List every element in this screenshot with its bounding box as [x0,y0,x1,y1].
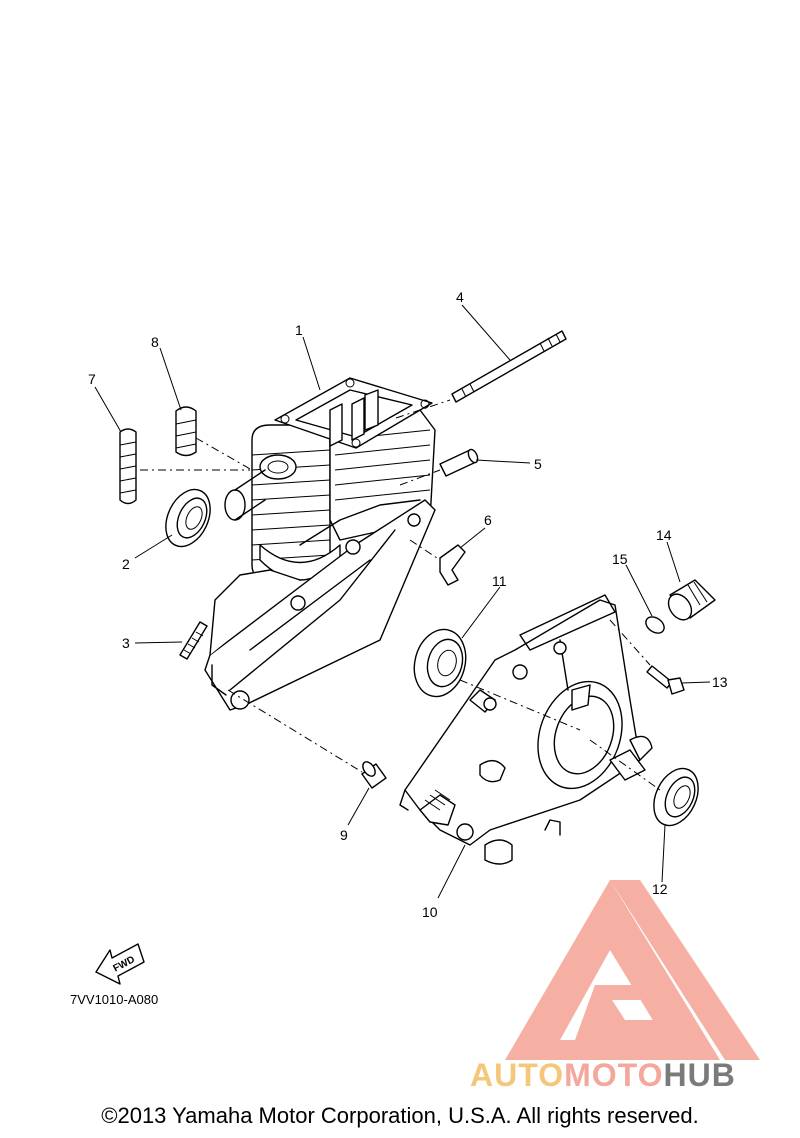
callouts: 1 2 3 4 5 6 7 8 9 10 11 12 13 14 15 [88,289,728,920]
callout-15: 15 [612,551,628,567]
callout-12: 12 [652,881,668,897]
callout-14: 14 [656,527,672,543]
callout-10: 10 [422,904,438,920]
brand-watermark-text: AUTOMOTOHUB [470,1058,800,1092]
callout-8: 8 [151,334,159,350]
callout-2: 2 [122,556,130,572]
callout-11: 11 [492,573,507,589]
brand-part-hub: HUB [663,1057,736,1093]
callout-6: 6 [484,512,492,528]
callout-1: 1 [295,322,303,338]
part-5-dowel-pin [439,448,479,477]
part-9-dowel [361,761,387,789]
part-1-cylinder-block [224,377,436,581]
watermark-logo [505,880,760,1060]
callout-3: 3 [122,635,130,651]
part-6-clip [439,544,466,586]
part-12-oil-seal [653,767,699,827]
part-8-sleeve [175,406,197,457]
part-3-stud-bolt [179,621,208,660]
fwd-arrow: FWD [95,943,145,985]
leader-lines [94,304,711,899]
brand-part-moto: MOTO [564,1057,664,1093]
part-2-oil-seal [165,488,211,548]
part-14-plug [667,579,716,621]
crankcase [204,499,436,711]
part-11-bearing [413,628,467,698]
callout-7: 7 [88,371,96,387]
reference-lines [140,399,661,791]
part-10-crankcase-cover [399,594,653,865]
part-4-stud [451,330,567,403]
brand-part-auto: AUTO [470,1057,565,1093]
callout-13: 13 [712,674,728,690]
part-13-bolt [646,665,685,695]
callout-5: 5 [534,456,542,472]
copyright-notice: ©2013 Yamaha Motor Corporation, U.S.A. A… [101,1103,699,1128]
diagram-code: 7VV1010-A080 [70,992,158,1007]
callout-9: 9 [340,827,348,843]
callout-4: 4 [456,289,464,305]
part-15-o-ring [645,616,665,634]
part-7-fin-sleeve [119,428,137,505]
